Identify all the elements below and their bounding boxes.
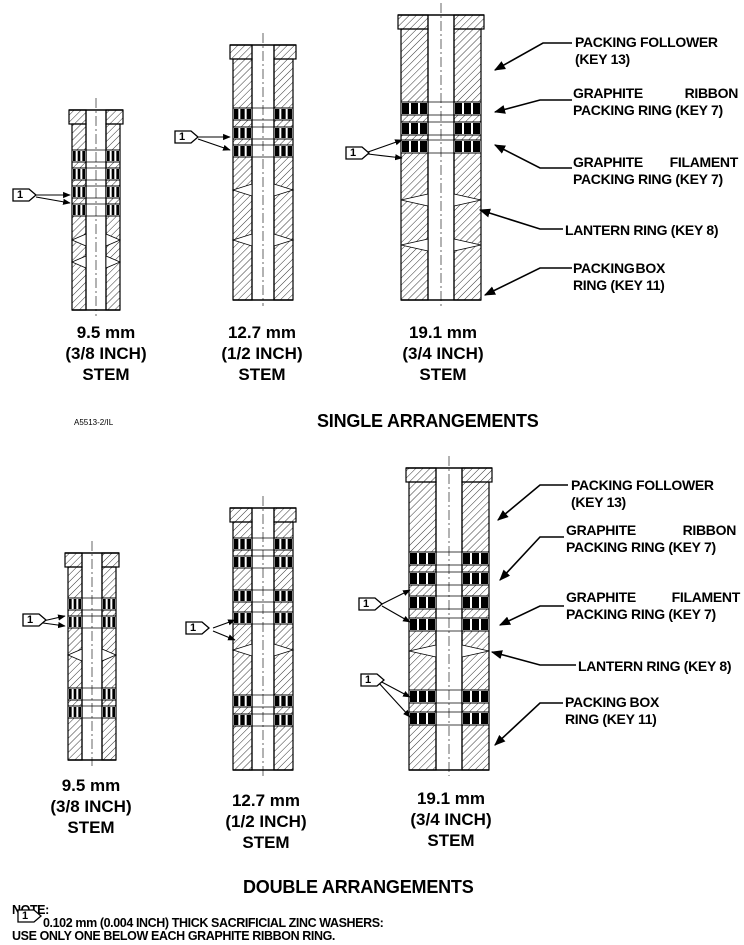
leader-double-lantern — [490, 650, 576, 666]
caption-inch: (1/2 INCH) — [225, 812, 307, 831]
single-caption-12-7: 12.7 mm (1/2 INCH) STEM — [197, 322, 327, 385]
flag-arrow-d2a — [212, 619, 236, 629]
note-flag-icon: 1 — [22, 613, 47, 627]
note-flag-number: 1 — [365, 674, 372, 686]
double-caption-12-7: 12.7 mm (1/2 INCH) STEM — [201, 790, 331, 853]
caption-size: 9.5 mm — [61, 776, 121, 795]
caption-stem: STEM — [82, 365, 130, 384]
double-assembly-9-5 — [64, 541, 120, 766]
double-arrangements-title: DOUBLE ARRANGEMENTS — [243, 877, 474, 897]
flag-arrow-s3b — [367, 153, 403, 161]
flag-arrow-d3c — [377, 679, 411, 698]
double-caption-19-1: 19.1 mm (3/4 INCH) STEM — [386, 788, 516, 851]
leader-single-follower — [494, 42, 572, 71]
leader-single-lantern — [478, 208, 563, 230]
leader-single-box — [483, 267, 572, 296]
single-arrangements-title: SINGLE ARRANGEMENTS — [317, 411, 539, 431]
flag-arrow-s1b — [35, 196, 71, 205]
note-flag-number: 1 — [17, 189, 24, 201]
caption-size: 12.7 mm — [227, 323, 297, 342]
caption-inch: (3/4 INCH) — [402, 344, 484, 363]
caption-size: 19.1 mm — [416, 789, 486, 808]
single-label-lantern-ring: LANTERN RING (KEY 8) — [565, 222, 719, 238]
note-flag-icon: 1 — [12, 188, 37, 202]
flag-arrow-s2b — [197, 138, 231, 151]
flag-arrow-s3a — [367, 139, 403, 153]
note-line-1: 0.102 mm (0.004 INCH) THICK SACRIFICIAL … — [43, 916, 384, 930]
caption-size: 19.1 mm — [408, 323, 478, 342]
flag-arrow-d3d — [377, 681, 411, 718]
single-assembly-9-5 — [68, 98, 124, 316]
note-flag-icon: 1 — [358, 597, 383, 611]
leader-single-ribbon — [493, 99, 572, 114]
note-line-2: USE ONLY ONE BELOW EACH GRAPHITE RIBBON … — [12, 929, 336, 943]
note-flag-number: 1 — [190, 622, 197, 634]
double-assembly-12-7 — [229, 496, 297, 776]
caption-inch: (3/8 INCH) — [65, 344, 147, 363]
note-flag-icon: 1 — [17, 909, 42, 923]
double-label-packing-follower: PACKING FOLLOWER (KEY 13) — [571, 477, 714, 510]
flag-arrow-d3b — [381, 605, 411, 623]
drawing-code: A5513-2/IL — [74, 418, 114, 427]
caption-stem: STEM — [427, 831, 475, 850]
leader-double-follower — [497, 484, 568, 521]
double-label-lantern-ring: LANTERN RING (KEY 8) — [578, 658, 732, 674]
double-assembly-19-1 — [405, 456, 493, 776]
note-flag-number: 1 — [179, 131, 186, 143]
note-flag-number: 1 — [22, 910, 29, 922]
single-caption-9-5: 9.5 mm (3/8 INCH) STEM — [41, 322, 171, 385]
caption-inch: (3/8 INCH) — [50, 797, 132, 816]
caption-inch: (3/4 INCH) — [410, 810, 492, 829]
double-caption-9-5: 9.5 mm (3/8 INCH) STEM — [26, 775, 156, 838]
caption-stem: STEM — [67, 818, 115, 837]
leader-double-box — [494, 702, 563, 746]
caption-size: 9.5 mm — [76, 323, 136, 342]
flag-arrow-d2b — [212, 630, 236, 641]
note-flag-icon: 1 — [345, 146, 370, 160]
single-assembly-12-7 — [229, 33, 297, 306]
note-flag-number: 1 — [27, 614, 34, 626]
note-flag-icon: 1 — [174, 130, 199, 144]
leader-single-filament — [494, 144, 572, 169]
flag-arrow-d3a — [381, 589, 411, 605]
leader-double-ribbon — [499, 536, 564, 581]
note-flag-number: 1 — [363, 598, 370, 610]
single-label-packing-follower: PACKING FOLLOWER (KEY 13) — [575, 34, 718, 67]
leader-double-filament — [498, 605, 564, 626]
single-assembly-19-1 — [397, 3, 485, 306]
note-flag-icon: 1 — [185, 621, 210, 635]
flag-arrow-d1b — [42, 622, 66, 629]
single-caption-19-1: 19.1 mm (3/4 INCH) STEM — [378, 322, 508, 385]
caption-stem: STEM — [419, 365, 467, 384]
caption-size: 12.7 mm — [231, 791, 301, 810]
caption-inch: (1/2 INCH) — [221, 344, 303, 363]
note-flag-icon: 1 — [360, 673, 385, 687]
caption-stem: STEM — [242, 833, 290, 852]
caption-stem: STEM — [238, 365, 286, 384]
note-flag-number: 1 — [350, 147, 357, 159]
